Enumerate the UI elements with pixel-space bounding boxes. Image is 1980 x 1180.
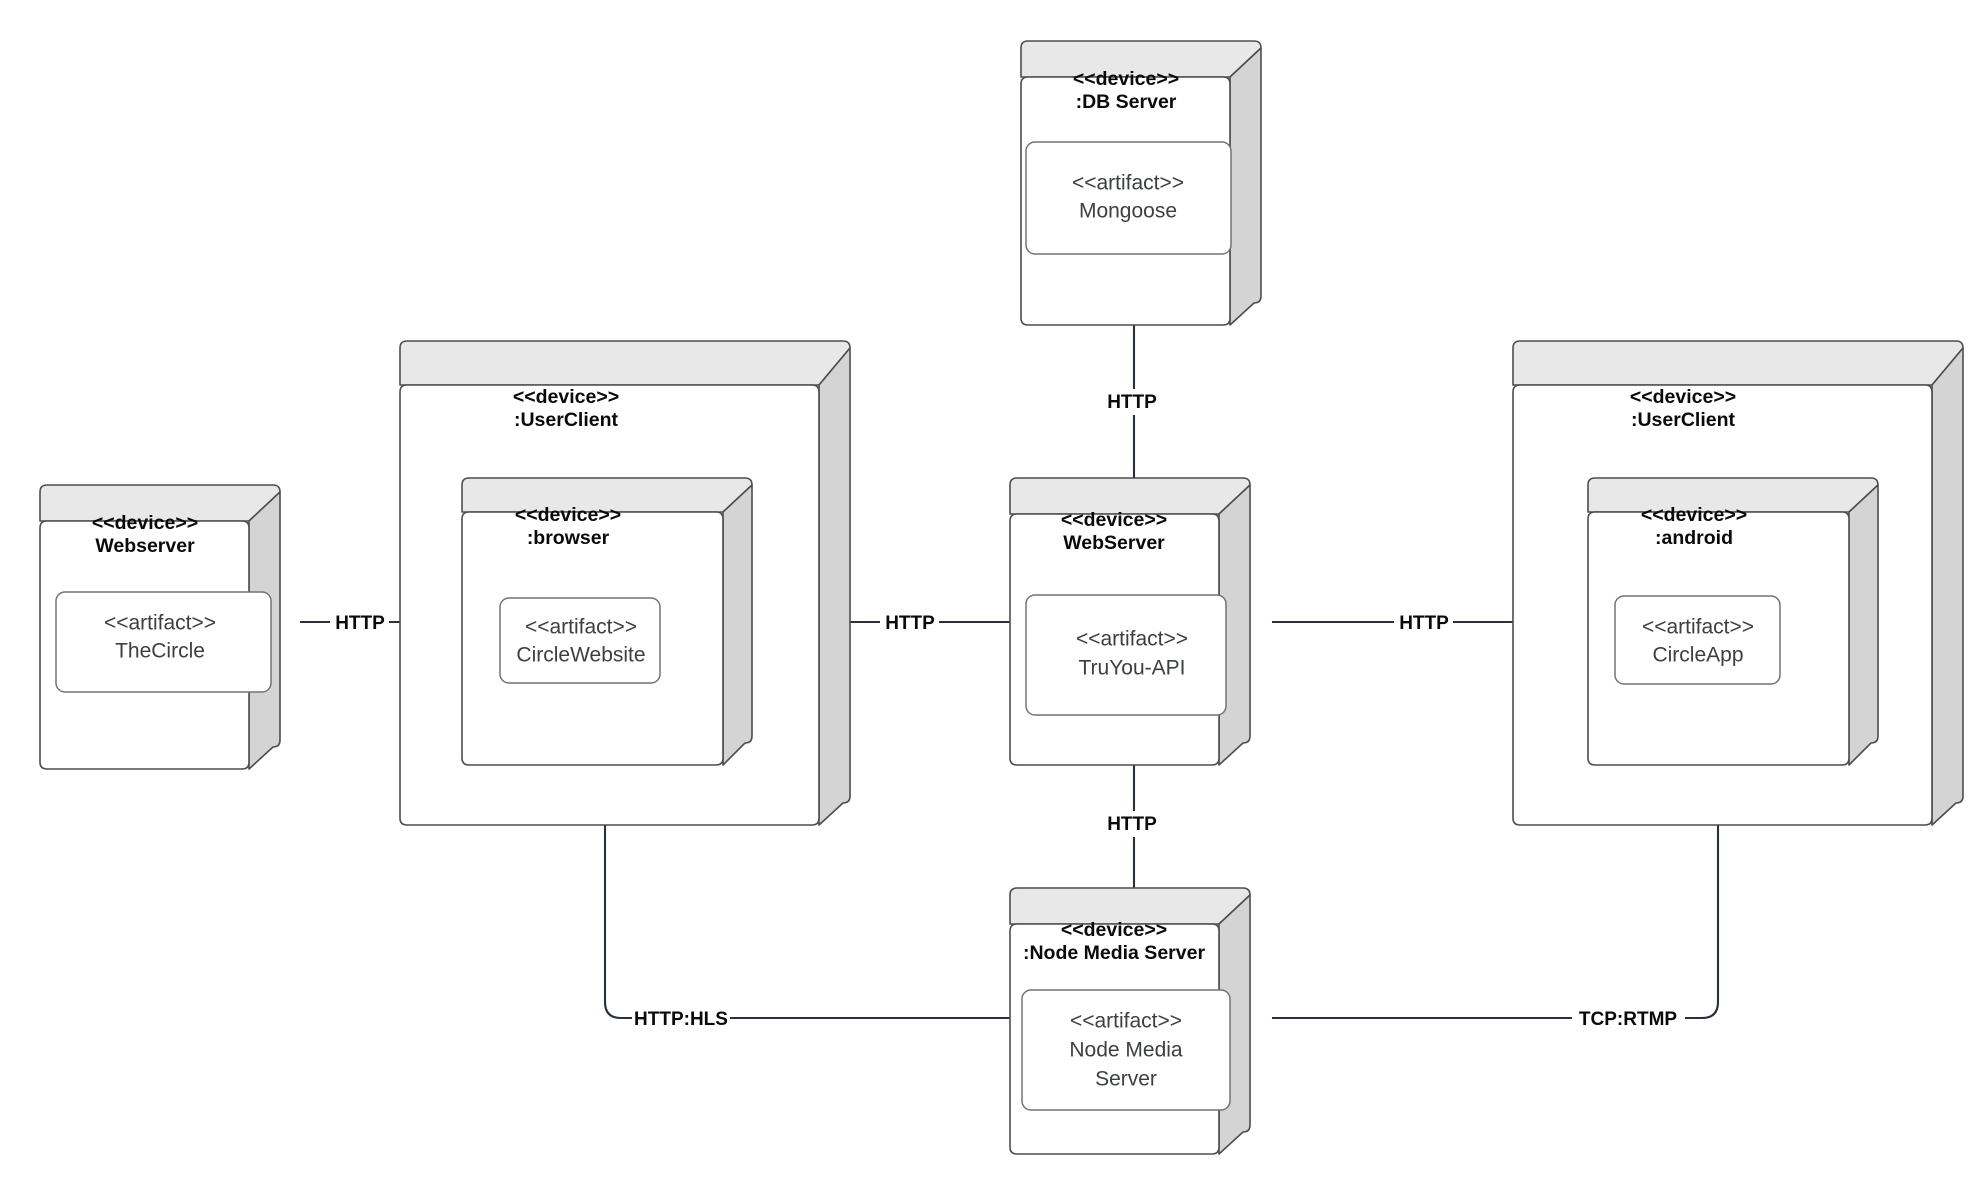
artifact-box-node-media-server[interactable] — [1021, 989, 1231, 1111]
artifact-thecircle-name: TheCircle — [115, 640, 205, 663]
artifact-nms-name-line2: Server — [1095, 1068, 1157, 1091]
connection-label-webserver-nms: HTTP — [1107, 814, 1157, 835]
node-webserver-center-name: WebServer — [1063, 532, 1165, 554]
artifact-box-circlewebsite[interactable] — [499, 597, 661, 684]
label-bg-7 — [1572, 1005, 1685, 1031]
connection-label-webserver-android: HTTP — [1399, 613, 1449, 634]
artifact-nms-stereotype: <<artifact>> — [1070, 1010, 1182, 1033]
connection-label-browser-webserver: HTTP — [885, 613, 935, 634]
label-bg-2 — [880, 609, 939, 635]
connection-label-browser-nms: HTTP:HLS — [634, 1009, 728, 1030]
node-node-media-server[interactable]: <<device>> :Node Media Server <<artifact… — [1009, 887, 1251, 1155]
node-nms-stereotype: <<device>> — [1061, 919, 1167, 941]
label-bg-3 — [1394, 609, 1453, 635]
artifact-thecircle-stereotype: <<artifact>> — [104, 612, 216, 635]
artifact-box-truyou-api[interactable] — [1025, 594, 1227, 716]
node-webserver-left[interactable]: <<device>> Webserver <<artifact>> TheCir… — [39, 484, 281, 770]
node-nms-name: :Node Media Server — [1023, 942, 1205, 964]
node-webserver-left-stereotype: <<device>> — [92, 512, 198, 534]
label-bg-5 — [1102, 811, 1161, 837]
connection-label-webserver-userclient: HTTP — [335, 613, 385, 634]
artifact-truyou-api-name: TruYou-API — [1079, 657, 1186, 680]
node-userclient-left-top-face — [399, 340, 851, 386]
node-userclient-right-side-face — [1931, 347, 1964, 826]
node-browser-stereotype: <<device>> — [515, 504, 621, 526]
node-android-side-face — [1848, 484, 1879, 766]
connection-line-browser-nms[interactable] — [603, 765, 1010, 1020]
node-userclient-left-side-face — [818, 347, 851, 826]
node-webserver-center-stereotype: <<device>> — [1061, 509, 1167, 531]
node-android-stereotype: <<device>> — [1641, 504, 1747, 526]
artifact-nms-name-line1: Node Media — [1069, 1039, 1183, 1062]
connection-label-android-nms: TCP:RTMP — [1579, 1009, 1677, 1030]
artifact-box-mongoose[interactable] — [1025, 141, 1232, 255]
artifact-circleapp-stereotype: <<artifact>> — [1642, 616, 1754, 639]
artifact-box-circleapp[interactable] — [1614, 595, 1781, 685]
connection-label-dbserver-webserver: HTTP — [1107, 392, 1157, 413]
artifact-mongoose-stereotype: <<artifact>> — [1072, 172, 1184, 195]
artifact-box-thecircle[interactable] — [55, 591, 272, 693]
node-browser[interactable]: <<device>> :browser <<artifact>> CircleW… — [461, 477, 753, 766]
node-userclient-left-name: :UserClient — [514, 409, 619, 431]
node-userclient-right-top-face — [1512, 340, 1964, 386]
node-android-name: :android — [1655, 527, 1733, 549]
node-webserver-center[interactable]: <<device>> WebServer <<artifact>> TruYou… — [1009, 477, 1251, 766]
node-db-server-stereotype: <<device>> — [1073, 68, 1179, 90]
node-db-server-side-face — [1229, 47, 1262, 326]
node-webserver-left-name: Webserver — [95, 535, 195, 557]
node-browser-side-face — [722, 484, 753, 766]
node-android[interactable]: <<device>> :android <<artifact>> CircleA… — [1587, 477, 1879, 766]
node-browser-name: :browser — [527, 527, 610, 549]
connection-labels-layer: HTTP HTTP HTTP HTTP HTTP HTTP:HLS TCP:RT… — [330, 389, 1685, 1031]
label-bg-1 — [330, 609, 389, 635]
artifact-mongoose-name: Mongoose — [1079, 200, 1177, 223]
artifact-circlewebsite-stereotype: <<artifact>> — [525, 616, 637, 639]
label-bg-6 — [632, 1005, 730, 1031]
artifact-truyou-api-stereotype: <<artifact>> — [1076, 628, 1188, 651]
node-userclient-left-stereotype: <<device>> — [513, 386, 619, 408]
node-db-server-name: :DB Server — [1076, 91, 1177, 113]
artifact-circlewebsite-name: CircleWebsite — [516, 644, 645, 667]
node-db-server[interactable]: <<device>> :DB Server <<artifact>> Mongo… — [1020, 40, 1262, 326]
node-userclient-right-stereotype: <<device>> — [1630, 386, 1736, 408]
node-userclient-right-name: :UserClient — [1631, 409, 1736, 431]
connection-line-android-nms[interactable] — [1272, 765, 1720, 1020]
artifact-circleapp-name: CircleApp — [1652, 644, 1743, 667]
label-bg-4 — [1102, 389, 1161, 415]
